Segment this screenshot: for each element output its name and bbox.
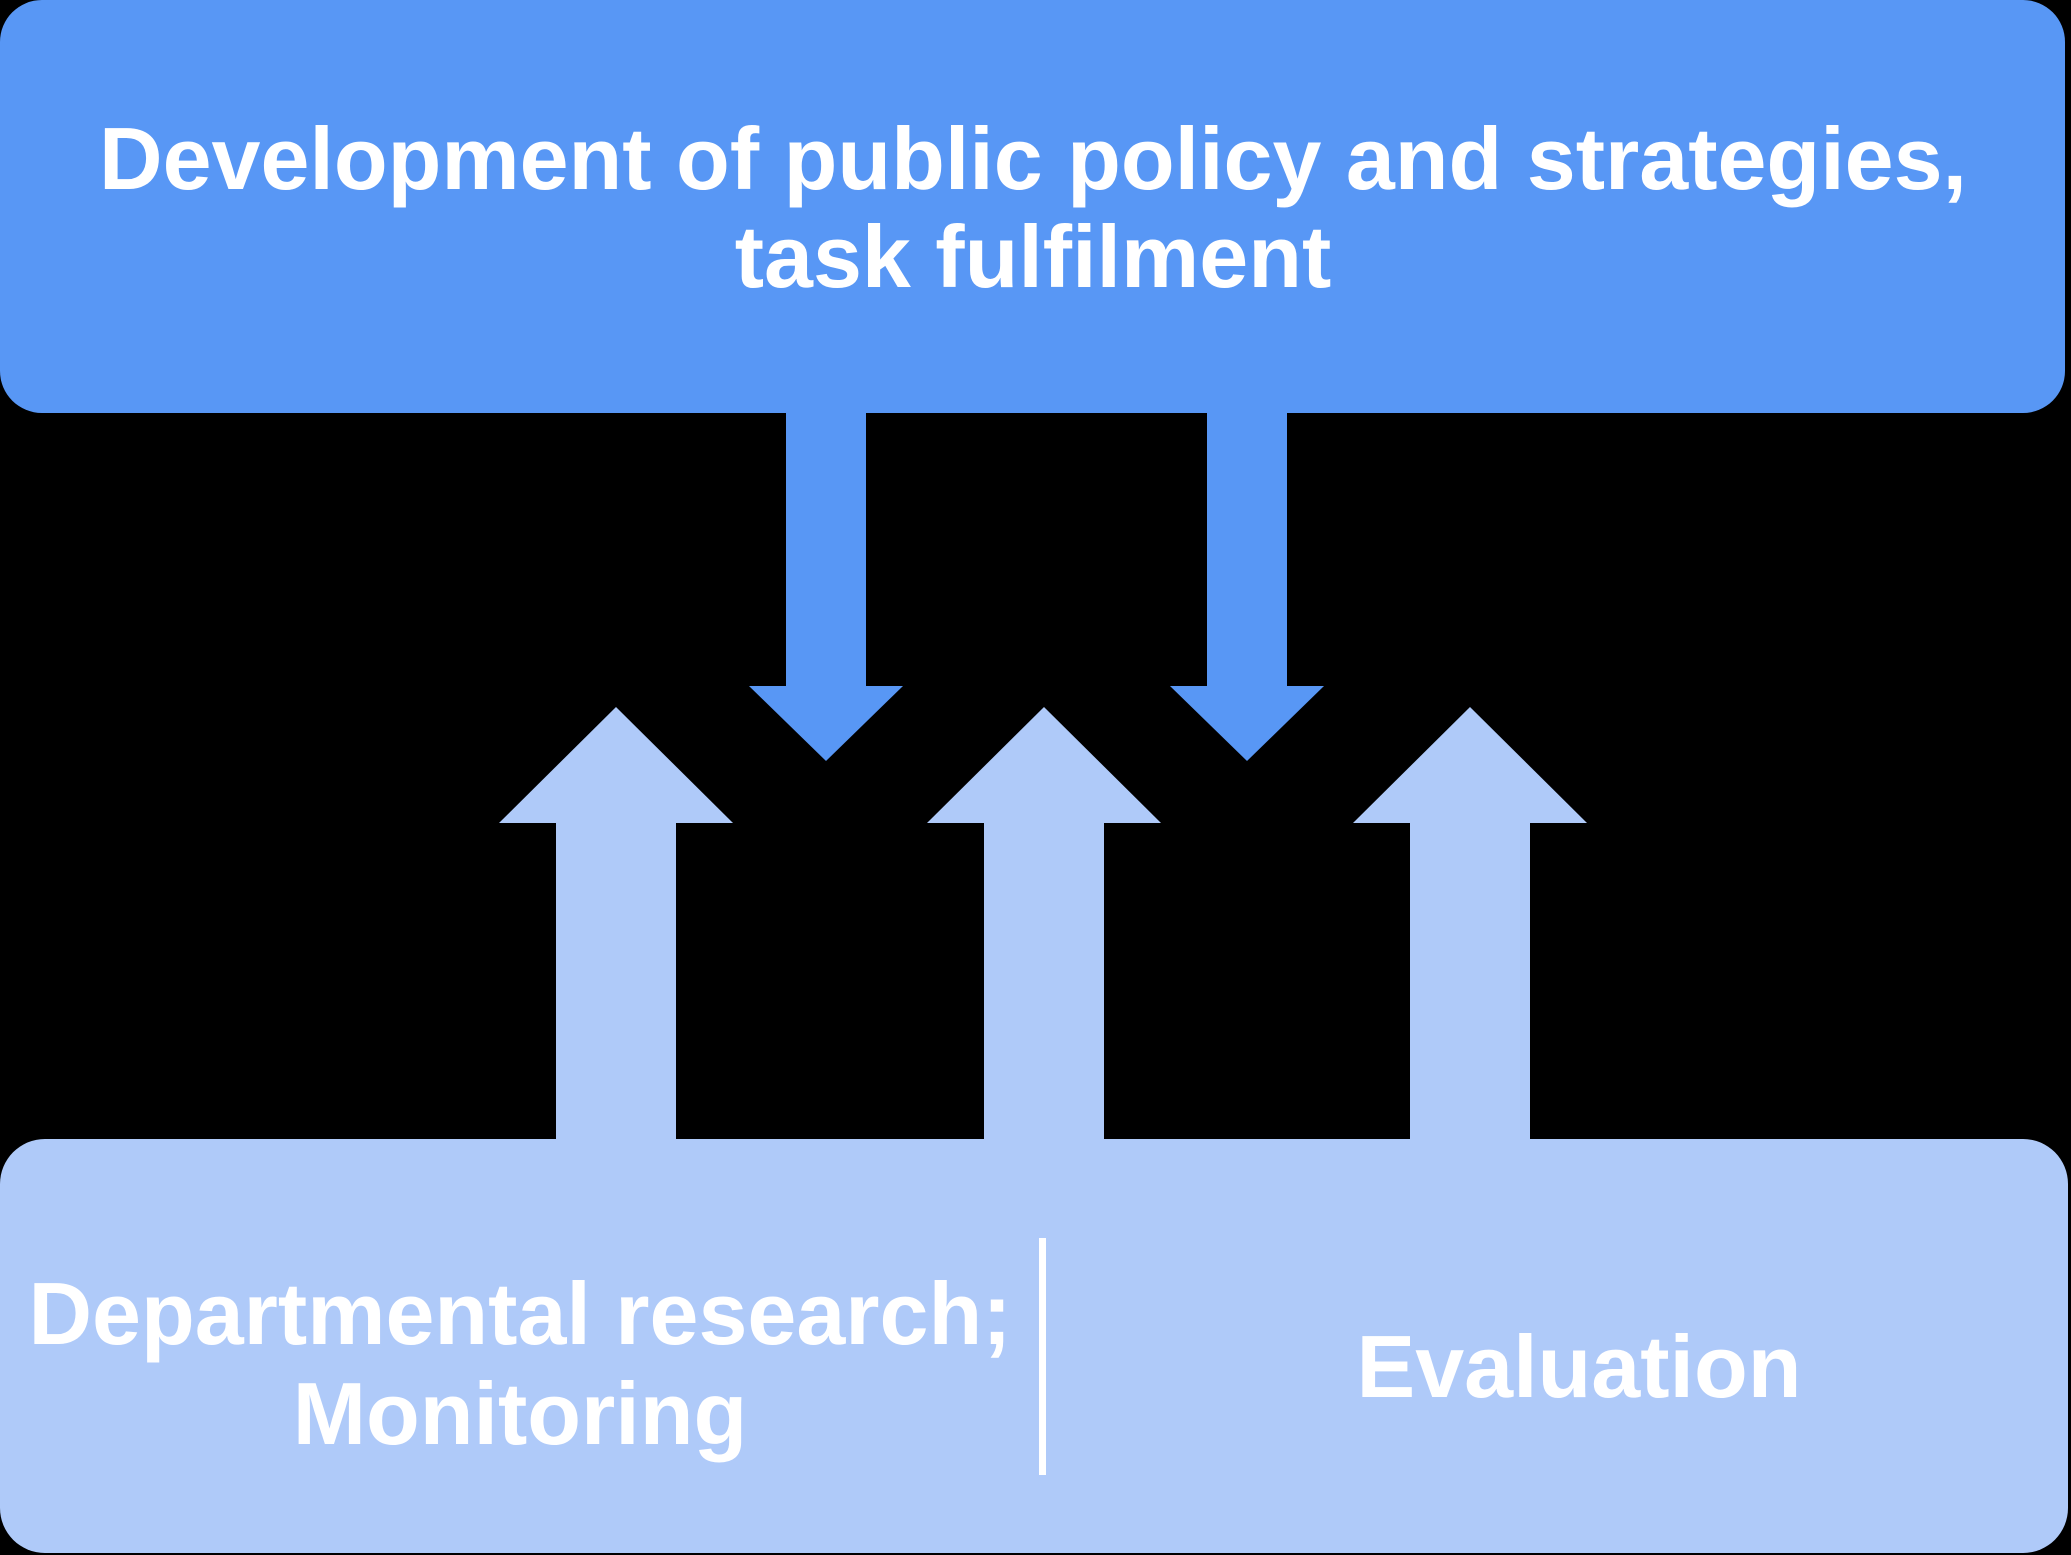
down-arrow-left-shaft <box>786 410 866 686</box>
top-policy-box: Development of public policy and strateg… <box>0 0 2065 413</box>
bottom-right-label: Evaluation <box>1356 1317 1802 1416</box>
up-arrow-right-shaft <box>1410 822 1530 1141</box>
up-arrow-left-shaft <box>556 822 676 1141</box>
cell-divider <box>1039 1238 1046 1475</box>
down-arrow-right-head <box>1170 686 1324 761</box>
down-arrow-left-head <box>749 686 903 761</box>
bottom-left-line1: Departmental research; <box>28 1264 1012 1363</box>
bottom-research-box: Departmental research; Monitoring Evalua… <box>0 1139 2068 1553</box>
down-arrow-right-shaft <box>1207 410 1287 686</box>
up-arrow-middle-head <box>927 707 1161 823</box>
bottom-left-line2: Monitoring <box>292 1364 748 1463</box>
top-box-line1: Development of public policy and strateg… <box>99 109 1967 208</box>
top-box-line2: task fulfilment <box>734 207 1332 306</box>
up-arrow-right-head <box>1353 707 1587 823</box>
up-arrow-left-head <box>499 707 733 823</box>
up-arrow-middle-shaft <box>984 822 1104 1141</box>
